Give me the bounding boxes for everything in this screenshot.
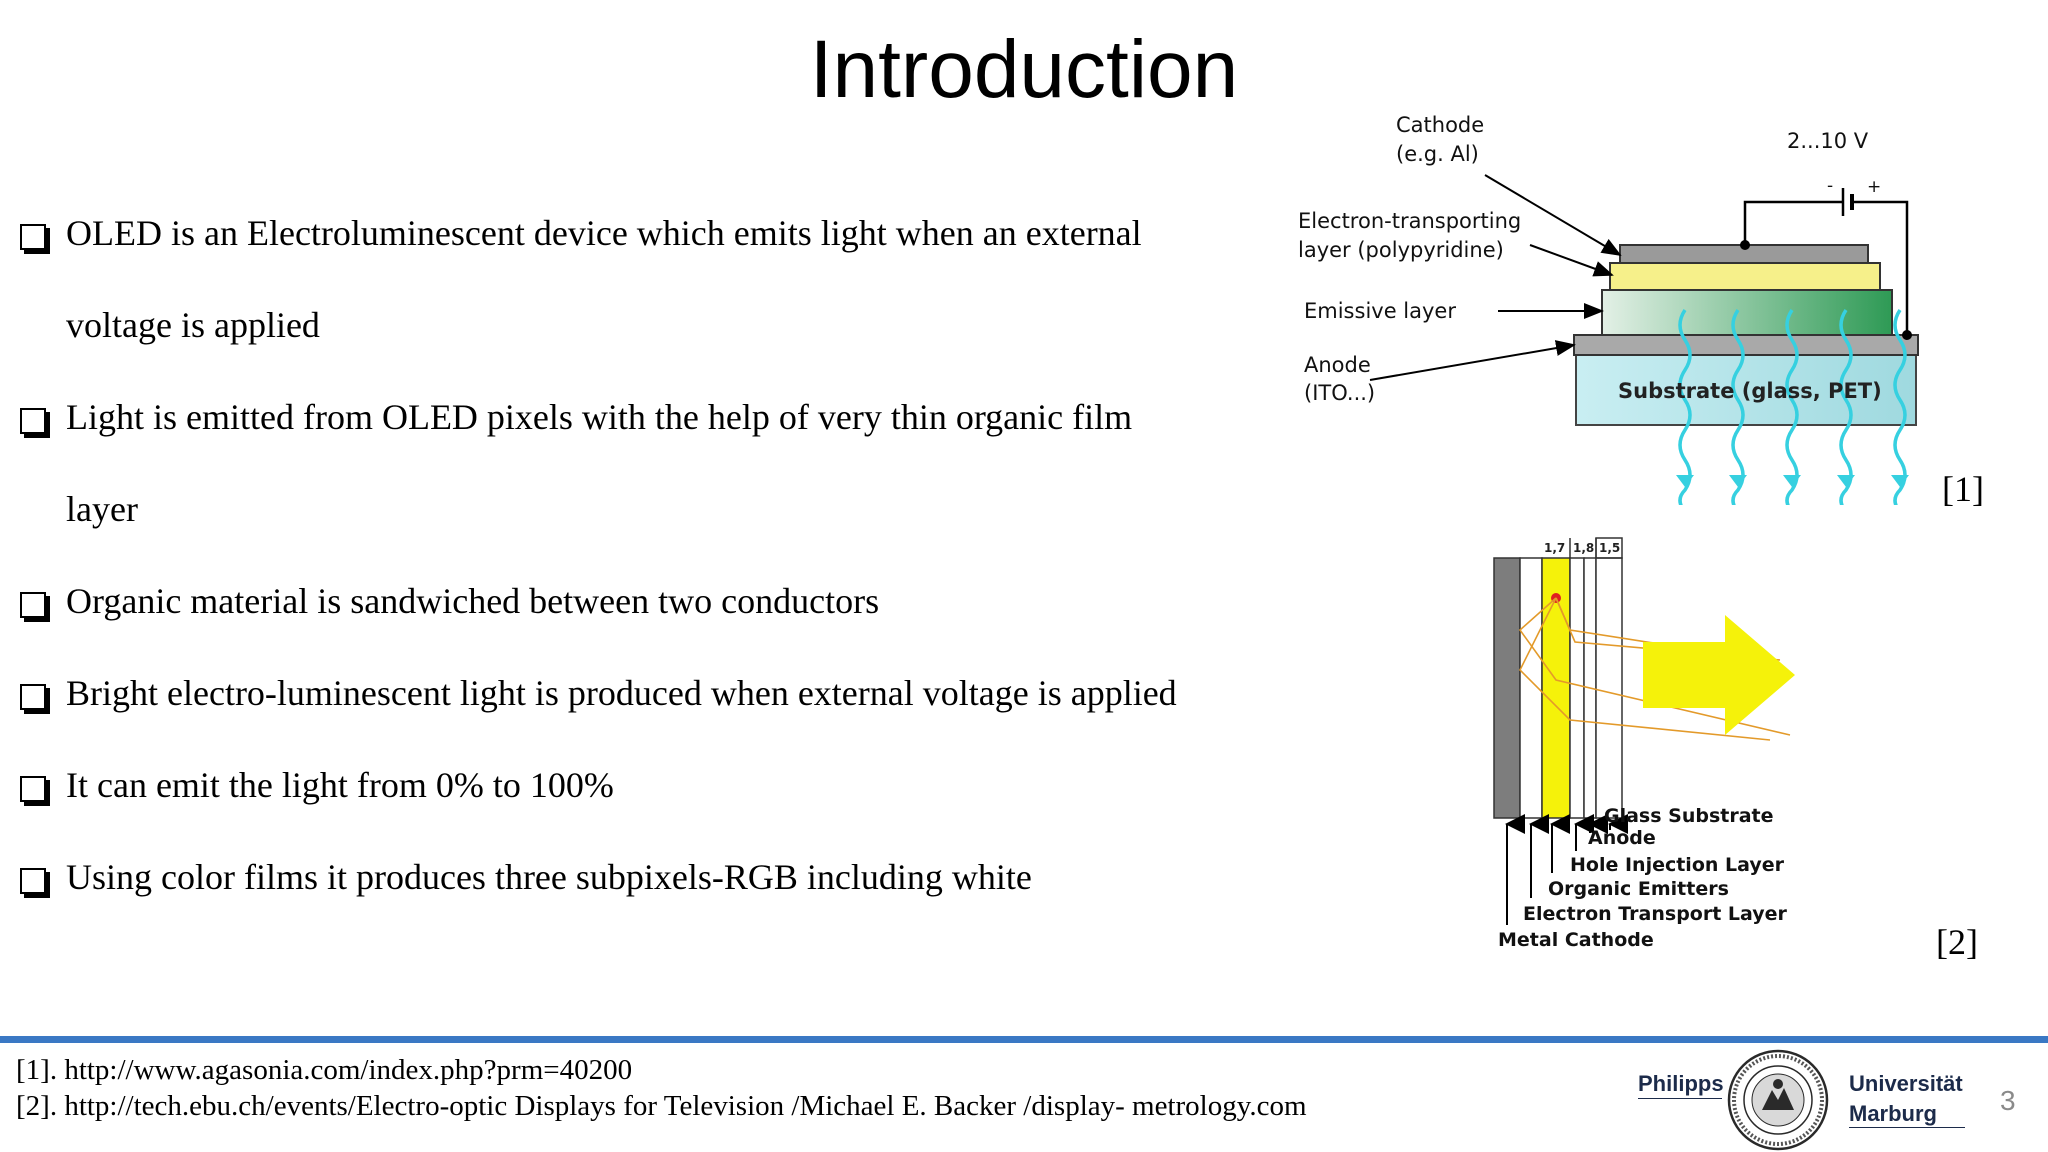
bullet-text: Organic material is sandwiched between t… <box>66 581 880 621</box>
logo-text-marburg: Marburg <box>1849 1101 1937 1126</box>
logo-text-philipps: Philipps <box>1638 1071 1724 1096</box>
checkbox-bullet-icon <box>20 868 46 894</box>
emissive-label: Emissive layer <box>1304 299 1456 323</box>
anode-sub-label: (ITO...) <box>1304 381 1375 405</box>
glass-substrate-layer <box>1595 557 1623 819</box>
page-number: 3 <box>2000 1085 2016 1116</box>
diagram2-ref: [2] <box>1936 922 1978 962</box>
cathode-sub-label: (e.g. Al) <box>1396 142 1479 166</box>
electron-transport-layer <box>1609 262 1881 291</box>
layer-label: Metal Cathode <box>1498 929 1654 951</box>
checkbox-bullet-icon <box>20 776 46 802</box>
anode-contact-dot <box>1902 330 1912 340</box>
oled-layer-cross-section: 1,7 1,8 1,5 Glass Substrate Anode Hole I… <box>1493 537 1795 951</box>
layer-label: Glass Substrate <box>1604 805 1774 827</box>
bullet-text: OLED is an Electroluminescent device whi… <box>66 213 1142 253</box>
hil-layer <box>1569 557 1585 819</box>
top-label: 1,7 <box>1544 541 1565 555</box>
anode-layer <box>1573 334 1919 356</box>
bullet-text: It can emit the light from 0% to 100% <box>66 765 614 805</box>
emitted-light-waves <box>1678 309 1907 505</box>
logo-text-universitaet: Universität <box>1849 1071 1963 1096</box>
university-seal-icon <box>1727 1049 1829 1151</box>
footer-reference: [1]. http://www.agasonia.com/index.php?p… <box>16 1054 633 1086</box>
layer-label: Electron Transport Layer <box>1523 903 1788 925</box>
bullet-text: layer <box>66 489 138 529</box>
anode-label: Anode <box>1304 353 1371 377</box>
top-label: 1,8 <box>1573 541 1594 555</box>
cathode-label: Cathode <box>1396 113 1484 137</box>
checkbox-bullet-icon <box>20 684 46 710</box>
layer-label: Anode <box>1588 827 1656 849</box>
etl-sub-label: layer (polypyridine) <box>1298 238 1504 262</box>
logo-underline <box>1638 1098 1722 1099</box>
label-pointer-arrows <box>1369 174 1622 381</box>
substrate-layer <box>1575 354 1917 426</box>
diagram1-ref: [1] <box>1942 469 1984 509</box>
layer-label: Organic Emitters <box>1548 878 1729 900</box>
footer-reference: [2]. http://tech.ebu.ch/events/Electro-o… <box>16 1090 1307 1122</box>
minus-sign: - <box>1827 176 1833 196</box>
metal-cathode-layer <box>1493 557 1521 819</box>
etl-label: Electron-transporting <box>1298 209 1521 233</box>
logo-underline <box>1849 1127 1965 1128</box>
plus-sign: + <box>1867 177 1881 197</box>
checkbox-bullet-icon <box>20 408 46 434</box>
emissive-layer <box>1601 289 1893 336</box>
slide-title: Introduction <box>809 24 1239 115</box>
layer-pointer-arrows <box>1505 814 1628 925</box>
bullet-text: voltage is applied <box>66 305 320 345</box>
bullet-text: Using color films it produces three subp… <box>66 857 1032 897</box>
voltage-label: 2...10 V <box>1787 129 1869 153</box>
cathode-contact-dot <box>1740 240 1750 250</box>
layer-label: Hole Injection Layer <box>1570 854 1785 876</box>
output-light-arrow <box>1643 615 1795 735</box>
bullet-text: Bright electro-luminescent light is prod… <box>66 673 1177 713</box>
substrate-label: Substrate (glass, PET) <box>1618 379 1882 403</box>
voltage-circuit <box>1743 188 1909 335</box>
top-label: 1,5 <box>1599 541 1620 555</box>
checkbox-bullet-icon <box>20 592 46 618</box>
checkbox-bullet-icon <box>20 224 46 250</box>
footer-divider <box>0 1036 2048 1043</box>
light-arrowheads <box>1676 475 1909 487</box>
bullet-text: Light is emitted from OLED pixels with t… <box>66 397 1133 437</box>
oled-structure-diagram: Cathode (e.g. Al) Electron-transporting … <box>1298 113 1919 505</box>
